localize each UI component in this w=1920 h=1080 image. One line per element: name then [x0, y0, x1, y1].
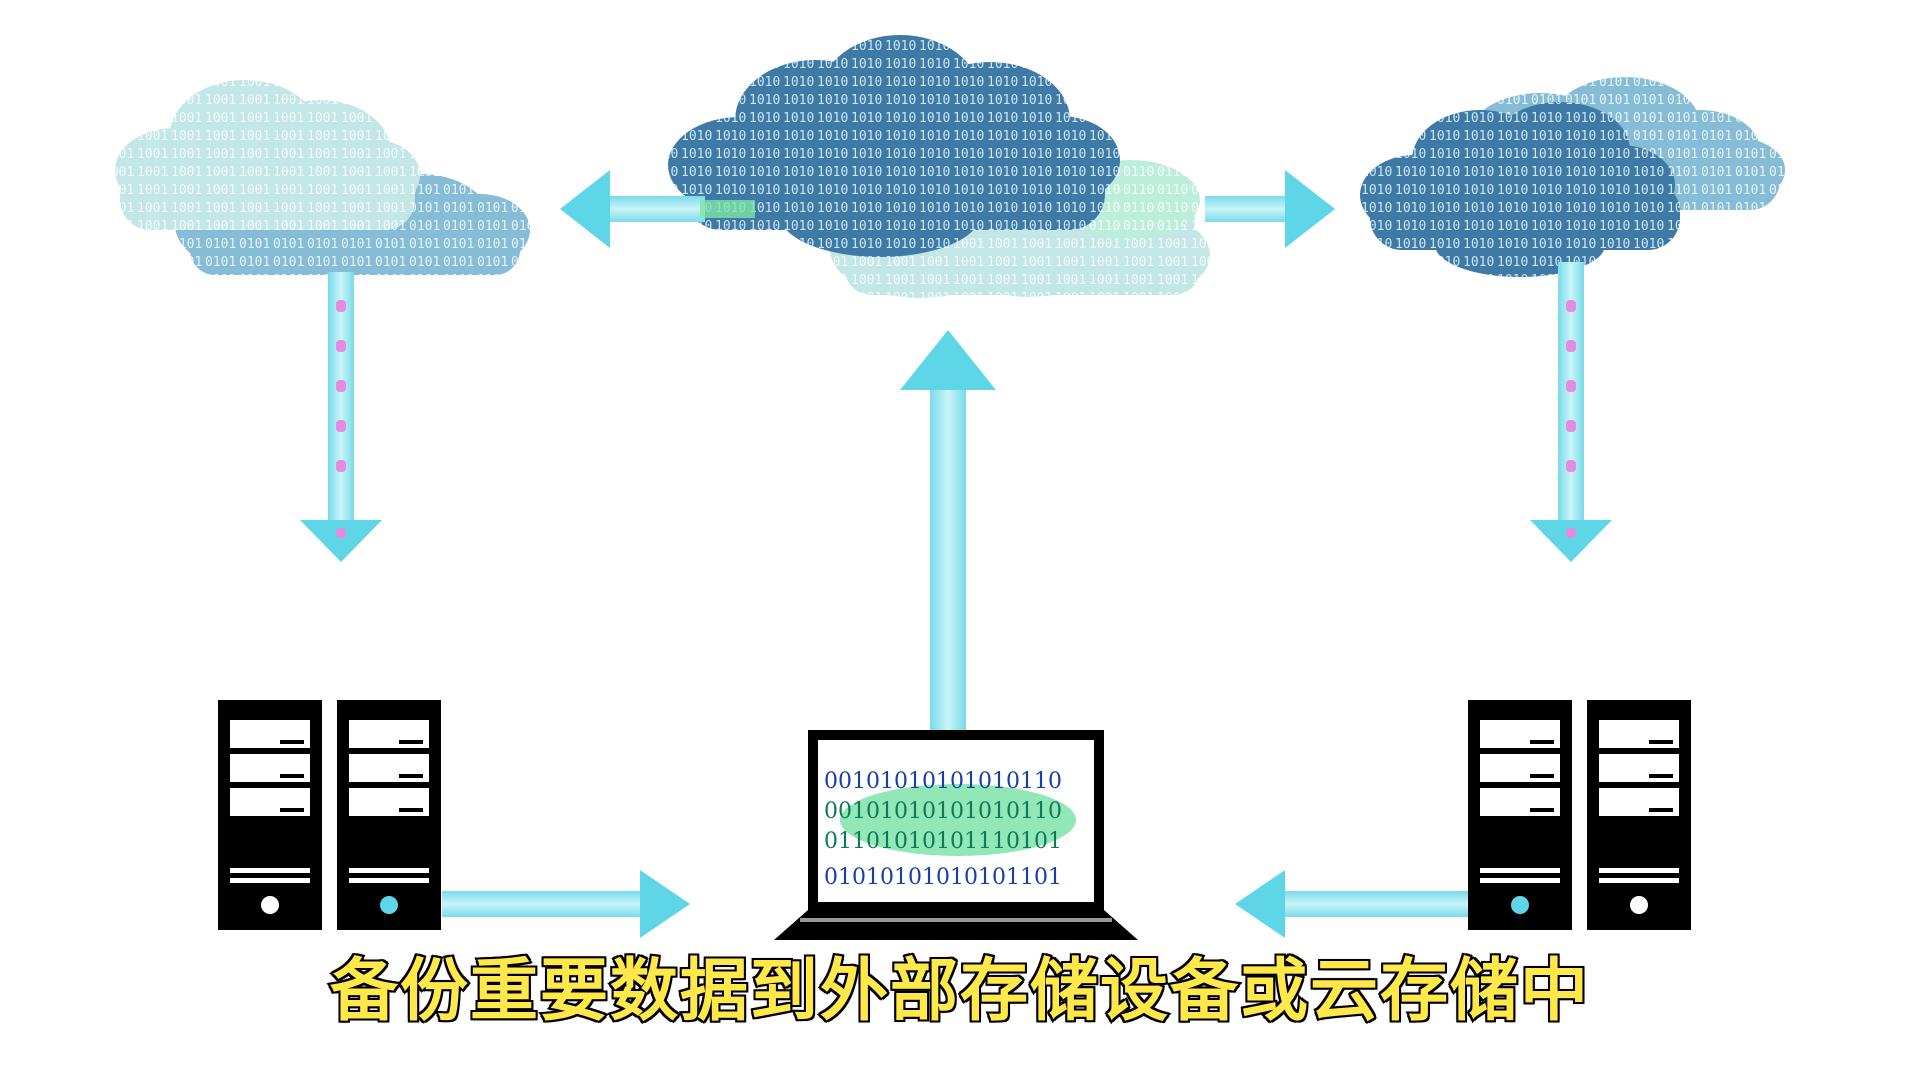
arrow-laptop-to-cloud-icon [900, 330, 996, 735]
arrow-left-cloud-to-server-icon [300, 272, 382, 562]
screen-row-2: 00101010101010110 [824, 799, 1062, 824]
screen-row-1: 00101010101010110 [824, 769, 1062, 794]
cloud-center-icon [668, 35, 1210, 298]
subtitle-caption: 备份重要数据到外部存储设备或云存储中 [328, 950, 1590, 1033]
arrow-right-cloud-to-server-icon [1530, 262, 1612, 562]
arrow-right-server-to-laptop-icon [1235, 870, 1468, 938]
arrow-center-to-right-icon [1205, 170, 1335, 248]
cloud-left-icon [115, 80, 530, 275]
laptop-icon: 00101010101010110 00101010101010110 0110… [774, 730, 1138, 940]
screen-row-3: 01101010101110101 [824, 829, 1062, 854]
arrow-center-to-left-icon [560, 170, 755, 248]
server-tower-right-icon [1468, 700, 1691, 930]
laptop-screen-binary: 00101010101010110 00101010101010110 0110… [824, 769, 1062, 890]
screen-row-4: 01010101010101101 [824, 865, 1062, 890]
server-tower-left-icon [218, 700, 441, 930]
arrow-left-server-to-laptop-icon [442, 870, 690, 938]
cloud-right-icon [1360, 77, 1785, 277]
